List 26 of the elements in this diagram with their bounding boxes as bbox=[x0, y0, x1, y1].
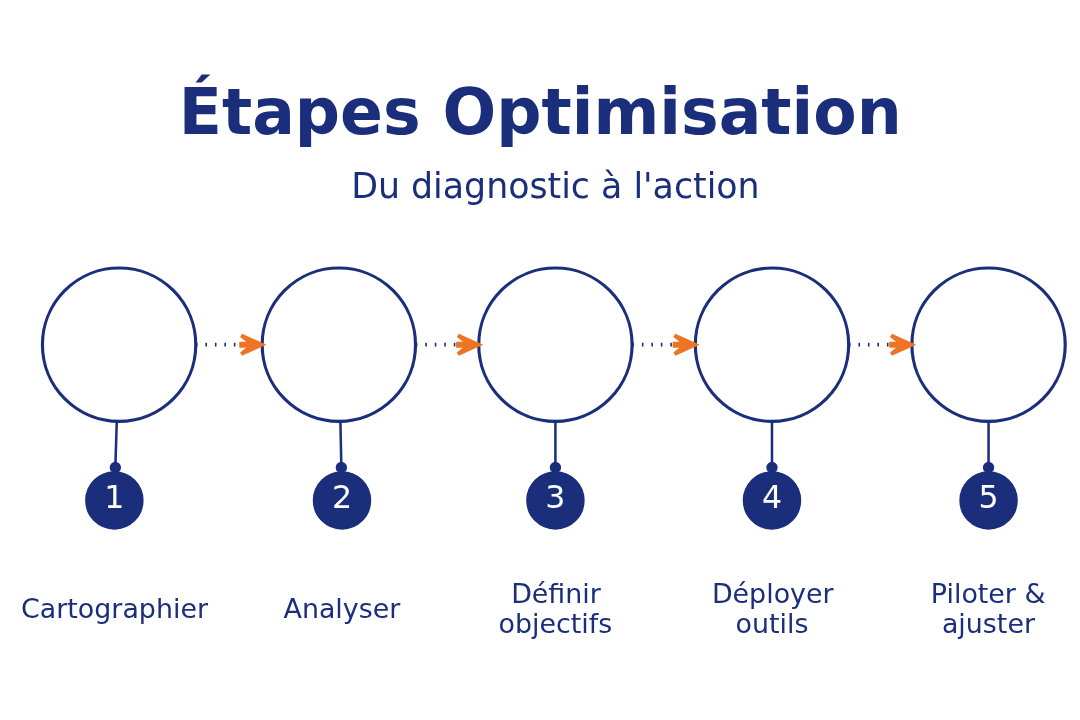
connector bbox=[766, 421, 778, 473]
node-label: Analyser bbox=[283, 592, 401, 624]
node-circle: 3 bbox=[526, 470, 585, 530]
node-circle bbox=[260, 265, 418, 423]
node-circle: 5 bbox=[959, 470, 1018, 530]
node-circle bbox=[910, 265, 1067, 423]
arrow bbox=[848, 333, 914, 356]
node-circle: 1 bbox=[85, 470, 144, 530]
label: Du diagnostic à l'action bbox=[351, 165, 760, 206]
node-circle bbox=[693, 265, 851, 423]
arrow bbox=[195, 333, 264, 356]
node-label: Définir objectifs bbox=[498, 577, 613, 639]
node-circle bbox=[40, 265, 198, 423]
node-circle bbox=[477, 265, 634, 423]
node-circle: 4 bbox=[742, 470, 802, 530]
node-label: Déployer outils bbox=[711, 577, 834, 639]
node-circle: 2 bbox=[312, 470, 372, 530]
connector bbox=[982, 421, 995, 473]
arrow bbox=[415, 333, 481, 356]
node-label: Piloter & ajuster bbox=[930, 577, 1046, 639]
connector bbox=[109, 421, 122, 473]
arrow bbox=[632, 333, 697, 356]
diagram-title: Étapes Optimisation bbox=[178, 74, 902, 149]
connector bbox=[335, 421, 348, 473]
node-label: Cartographier bbox=[21, 592, 208, 624]
connector bbox=[549, 421, 562, 473]
